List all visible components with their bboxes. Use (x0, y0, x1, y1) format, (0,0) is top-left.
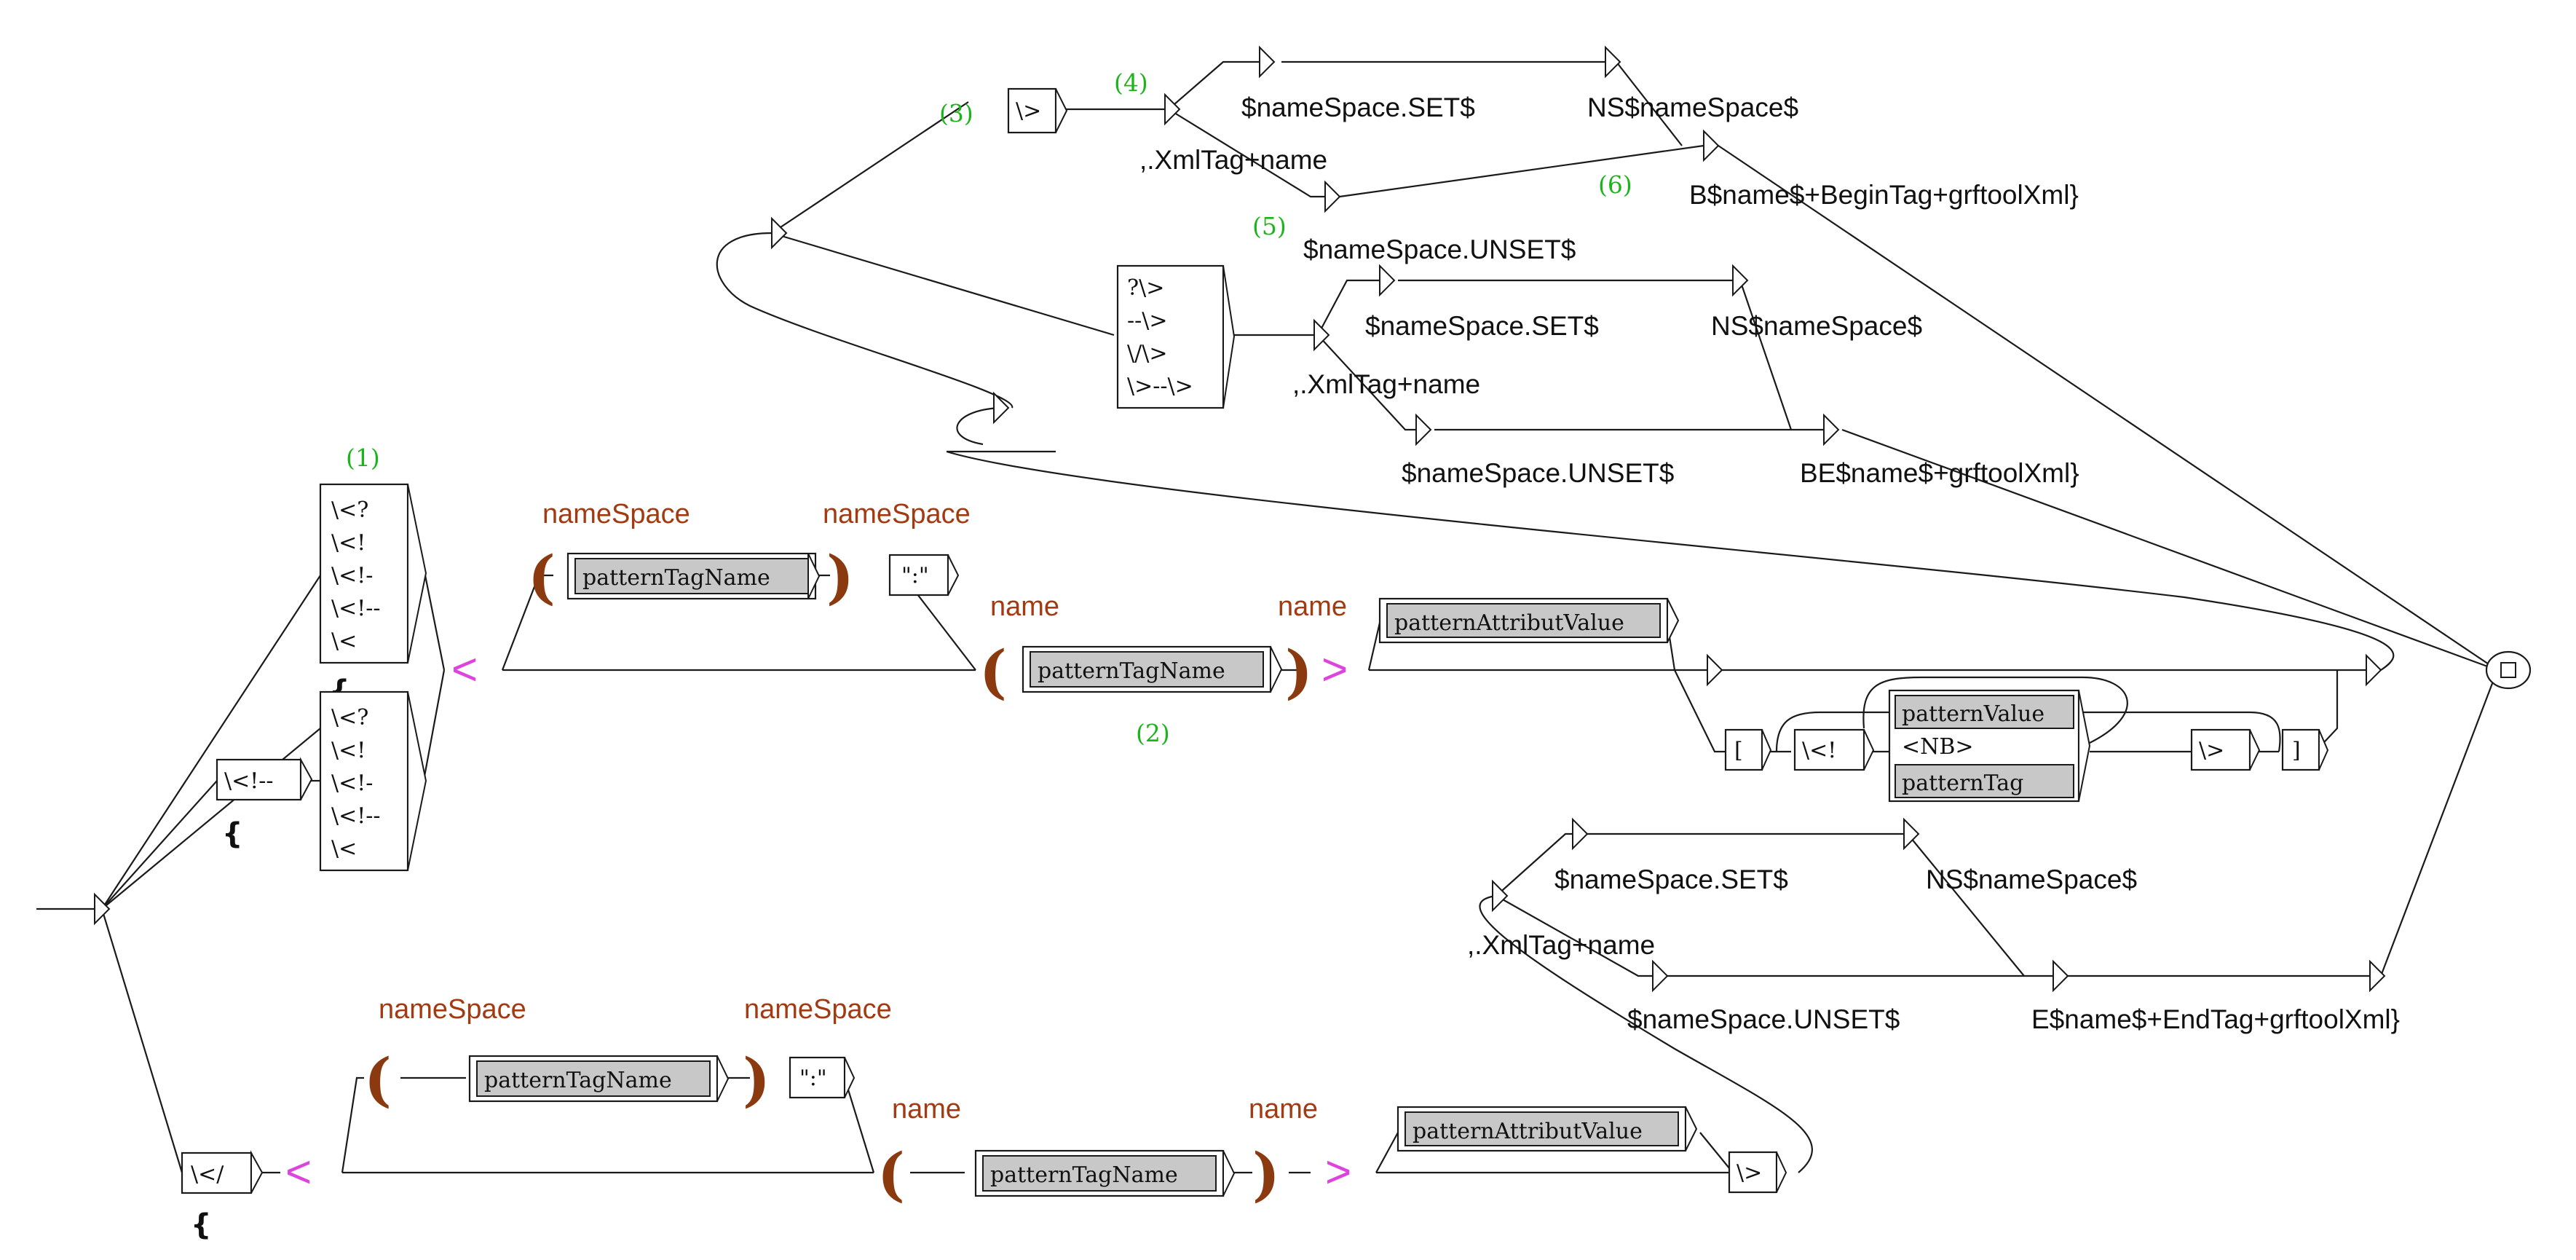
lt-symbol: < (451, 645, 478, 695)
lt-symbol: < (285, 1147, 312, 1197)
open-paren: ( (364, 1045, 392, 1114)
var-label-name: name (1278, 591, 1347, 622)
step-number: (2) (1136, 719, 1170, 747)
output-ns-name: NS$nameSpace$ (1711, 311, 1922, 341)
svg-text:":": ":" (799, 1066, 827, 1091)
step-number: (3) (939, 99, 973, 127)
transition-arrows (94, 45, 2386, 993)
box2-line: \<!- (331, 771, 373, 796)
bracket-close-box[interactable]: ] (2281, 728, 2329, 771)
var-label-name: name (1249, 1094, 1318, 1125)
svg-text:patternTagName: patternTagName (1038, 658, 1225, 684)
svg-text:patternTagName: patternTagName (582, 565, 770, 591)
output-ns-unset: $nameSpace.UNSET$ (1627, 1004, 1900, 1034)
svg-text:?\>: ?\> (1127, 275, 1164, 301)
open-paren: ( (877, 1140, 905, 1208)
output-ns-unset: $nameSpace.UNSET$ (1402, 458, 1674, 488)
svg-text:--\>: --\> (1127, 308, 1168, 334)
svg-text:patternValue: patternValue (1902, 701, 2044, 727)
output-ns-name: NS$nameSpace$ (1587, 92, 1798, 122)
box1-line: \<! (331, 530, 366, 556)
output-xmltag: ,.XmlTag+name (1467, 930, 1655, 960)
pattern-attribut-value-box[interactable]: patternAttributValue (1378, 597, 1680, 644)
comment-open-box[interactable]: \<!-- (216, 757, 313, 801)
svg-text:\<!: \<! (1802, 738, 1836, 763)
start-box-2[interactable]: \<? \<! \<!- \<!-- \< (319, 690, 427, 872)
pattern-tag-name-box[interactable]: patternTagName (1022, 645, 1283, 693)
var-label-namespace: nameSpace (542, 499, 690, 529)
output-ns-set: $nameSpace.SET$ (1365, 311, 1599, 341)
close-paren: ) (1285, 637, 1313, 706)
gt-symbol: > (1325, 1147, 1351, 1197)
box2-line: \< (331, 836, 357, 862)
box2-line: \<? (331, 705, 368, 731)
bracket-open-box[interactable]: [ (1724, 728, 1772, 771)
colon-box[interactable]: ":" (789, 1056, 856, 1099)
svg-text:":": ":" (901, 563, 929, 588)
close-paren: ) (1252, 1140, 1280, 1208)
box1-line: \<!-- (331, 596, 381, 621)
final-state[interactable] (2485, 650, 2532, 690)
svg-text:patternAttributValue: patternAttributValue (1394, 610, 1624, 636)
open-paren: ( (979, 637, 1007, 706)
box1-line: \< (331, 629, 357, 654)
output-ns-unset: $nameSpace.UNSET$ (1303, 235, 1576, 264)
svg-text:patternTag: patternTag (1902, 771, 2023, 796)
close-gt-box[interactable]: \> (2190, 728, 2261, 771)
pattern-tag-name-box[interactable]: patternTagName (566, 552, 821, 600)
box2-line: \<! (331, 738, 366, 763)
pattern-attribut-value-box[interactable]: patternAttributValue (1396, 1106, 1698, 1152)
output-ns-name: NS$nameSpace$ (1926, 865, 2137, 894)
output-xmltag: ,.XmlTag+name (1139, 145, 1327, 175)
gt-box[interactable]: \> (1007, 87, 1068, 134)
svg-text:\>: \> (2199, 738, 2224, 763)
var-label-name: name (990, 591, 1059, 622)
output-begin: B$name$+BeginTag+grftoolXml} (1689, 180, 2079, 210)
output-end: E$name$+EndTag+grftoolXml} (2031, 1004, 2400, 1034)
close-forms-box[interactable]: ?\> --\> \/\> \>--\> (1116, 264, 1236, 409)
value-box[interactable]: patternValue <NB> patternTag (1888, 689, 2091, 803)
output-xmltag: ,.XmlTag+name (1292, 369, 1480, 399)
svg-text:[: [ (1734, 738, 1743, 763)
start-box-1[interactable]: \<? \<! \<!- \<!-- \< (319, 483, 427, 664)
svg-text:]: ] (2292, 738, 2301, 763)
step-number: (5) (1252, 212, 1287, 240)
svg-text:patternTagName: patternTagName (484, 1068, 672, 1093)
svg-text:\>--\>: \>--\> (1127, 374, 1193, 399)
colon-box[interactable]: ":" (888, 554, 960, 596)
svg-text:\</: \</ (191, 1162, 224, 1187)
gt-box[interactable]: \> (1728, 1151, 1787, 1194)
box1-line: \<? (331, 497, 368, 523)
pattern-tag-name-box[interactable]: patternTagName (468, 1055, 730, 1103)
var-label-name: name (892, 1094, 961, 1125)
close-paren: ) (743, 1045, 770, 1114)
output-ns-set: $nameSpace.SET$ (1554, 865, 1788, 894)
box1-line: \<!- (331, 563, 373, 588)
pattern-tag-name-box[interactable]: patternTagName (974, 1149, 1236, 1197)
var-label-namespace: nameSpace (379, 994, 526, 1025)
step-number: (6) (1598, 170, 1632, 199)
open-paren: ( (528, 543, 556, 611)
svg-text:\<!--: \<!-- (224, 768, 274, 794)
close-paren: ) (826, 543, 854, 611)
box2-line: \<!-- (331, 803, 381, 829)
step-number: (1) (346, 444, 380, 472)
step-number: (4) (1114, 68, 1148, 97)
svg-text:\>: \> (1737, 1160, 1762, 1186)
cdata-box[interactable]: \<! (1793, 728, 1875, 771)
svg-text:<NB>: <NB> (1902, 734, 1974, 760)
output-be: BE$name$+grftoolXml} (1800, 458, 2079, 488)
output-brace: { (191, 1208, 211, 1242)
gt-symbol: > (1321, 645, 1348, 695)
svg-text:\/\>: \/\> (1127, 341, 1167, 366)
var-label-namespace: nameSpace (744, 994, 892, 1025)
output-ns-set: $nameSpace.SET$ (1241, 92, 1475, 122)
svg-text:\>: \> (1016, 98, 1041, 124)
svg-text:patternAttributValue: patternAttributValue (1413, 1119, 1643, 1144)
end-tag-open-box[interactable]: \</ (181, 1150, 264, 1194)
var-label-namespace: nameSpace (823, 499, 971, 529)
output-brace: { (222, 817, 242, 851)
svg-text:patternTagName: patternTagName (990, 1162, 1178, 1188)
